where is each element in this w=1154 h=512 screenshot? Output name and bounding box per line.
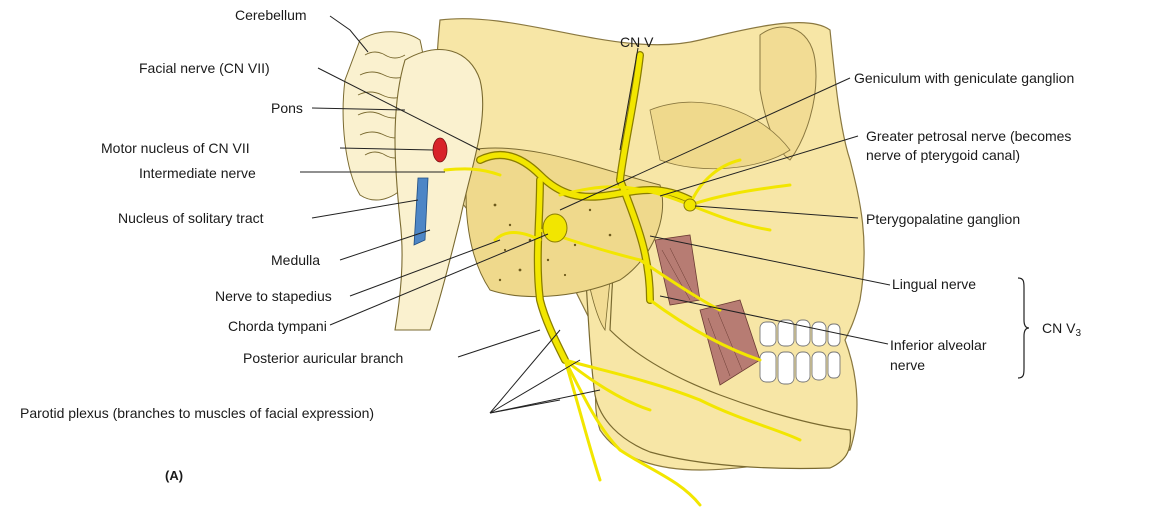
label-pterygopalatine: Pterygopalatine ganglion: [866, 211, 1020, 227]
leader-posterior-auricular: [458, 330, 540, 357]
label-geniculum: Geniculum with geniculate ganglion: [854, 70, 1074, 86]
label-facial-nerve: Facial nerve (CN VII): [139, 60, 270, 76]
pterygopalatine-ganglion-shape: [684, 199, 696, 211]
label-cn-v3: CN V3: [1042, 320, 1081, 342]
label-greater-petrosal-line1: Greater petrosal nerve (becomes: [866, 128, 1071, 144]
label-parotid-plexus: Parotid plexus (branches to muscles of f…: [20, 405, 374, 421]
label-cn-v3-main: CN V: [1042, 320, 1075, 336]
label-pons: Pons: [271, 100, 303, 116]
label-panel-a: (A): [165, 468, 183, 484]
label-intermediate-nerve: Intermediate nerve: [139, 165, 256, 181]
label-cn-v: CN V: [620, 34, 653, 50]
label-inferior-alveolar-line2: nerve: [890, 357, 925, 373]
skull: [436, 19, 864, 470]
label-chorda-tympani: Chorda tympani: [228, 318, 327, 334]
label-solitary-tract: Nucleus of solitary tract: [118, 210, 264, 226]
label-greater-petrosal-line2: nerve of pterygoid canal): [866, 147, 1020, 163]
label-cn-v3-sub: 3: [1075, 328, 1081, 339]
motor-nucleus-shape: [433, 138, 447, 162]
label-lingual-nerve: Lingual nerve: [892, 276, 976, 292]
label-inferior-alveolar-line1: Inferior alveolar: [890, 337, 987, 353]
label-medulla: Medulla: [271, 252, 320, 268]
label-motor-nucleus: Motor nucleus of CN VII: [101, 140, 250, 156]
label-posterior-auricular: Posterior auricular branch: [243, 350, 403, 366]
cn-v3-brace: [1016, 276, 1030, 380]
geniculate-ganglion: [543, 214, 567, 242]
label-cerebellum: Cerebellum: [235, 7, 307, 23]
brainstem: [343, 32, 483, 330]
label-nerve-to-stapedius: Nerve to stapedius: [215, 288, 332, 304]
